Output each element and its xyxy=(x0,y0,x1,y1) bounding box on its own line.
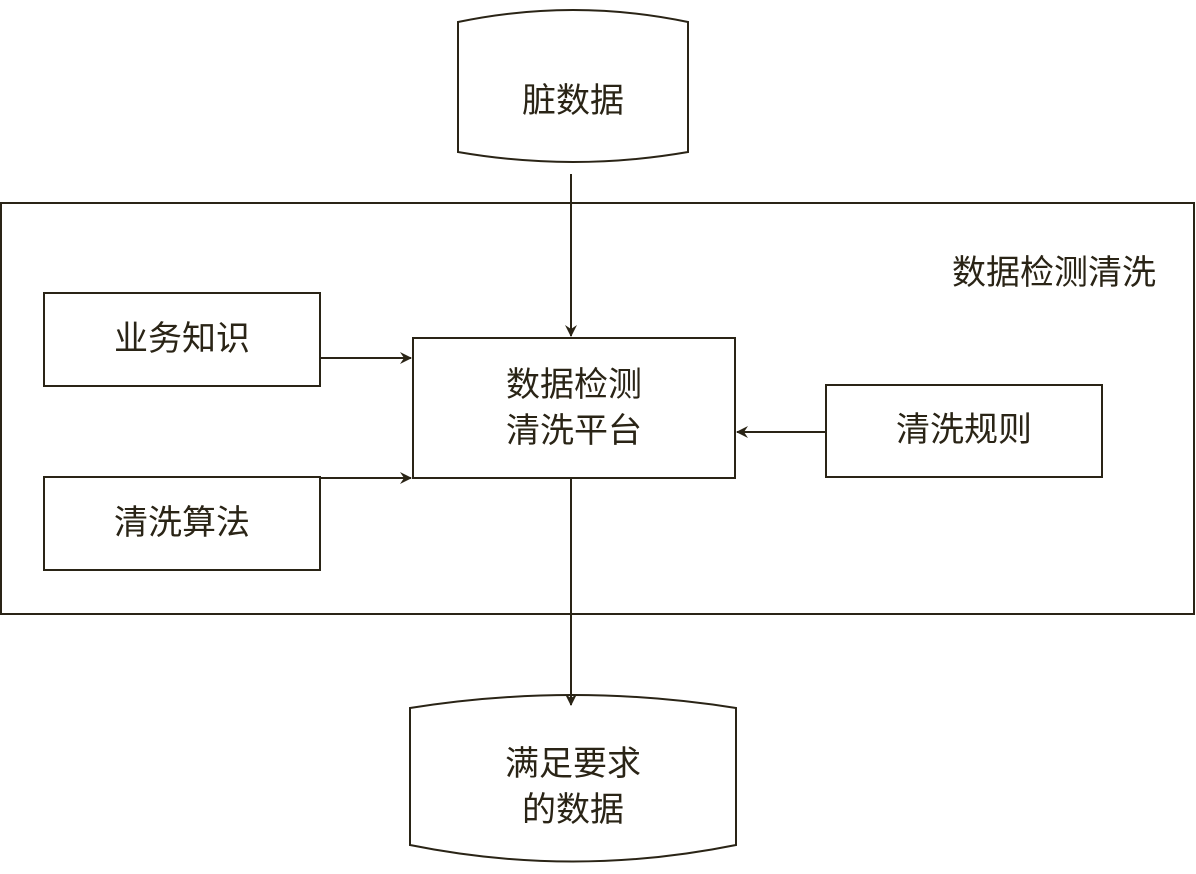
cleaning-rules-label: 清洗规则 xyxy=(896,410,1032,450)
cleaning-platform-box xyxy=(412,337,736,479)
group-title-label: 数据检测清洗 xyxy=(952,253,1156,293)
group-frame-data-detection-cleaning xyxy=(0,202,1195,615)
platform-label-line2: 清洗平台 xyxy=(506,411,642,451)
cleaning-algorithm-box xyxy=(43,476,321,571)
result-label-line1: 满足要求 xyxy=(505,744,641,784)
dirty-data-cylinder xyxy=(457,9,689,163)
business-knowledge-box xyxy=(43,292,321,387)
business-knowledge-label: 业务知识 xyxy=(114,319,250,359)
dirty-data-label: 脏数据 xyxy=(522,81,624,121)
result-data-cylinder xyxy=(409,694,737,863)
cleaning-algorithm-label: 清洗算法 xyxy=(114,503,250,543)
platform-label-line1: 数据检测 xyxy=(506,365,642,405)
result-label-line2: 的数据 xyxy=(522,790,624,830)
